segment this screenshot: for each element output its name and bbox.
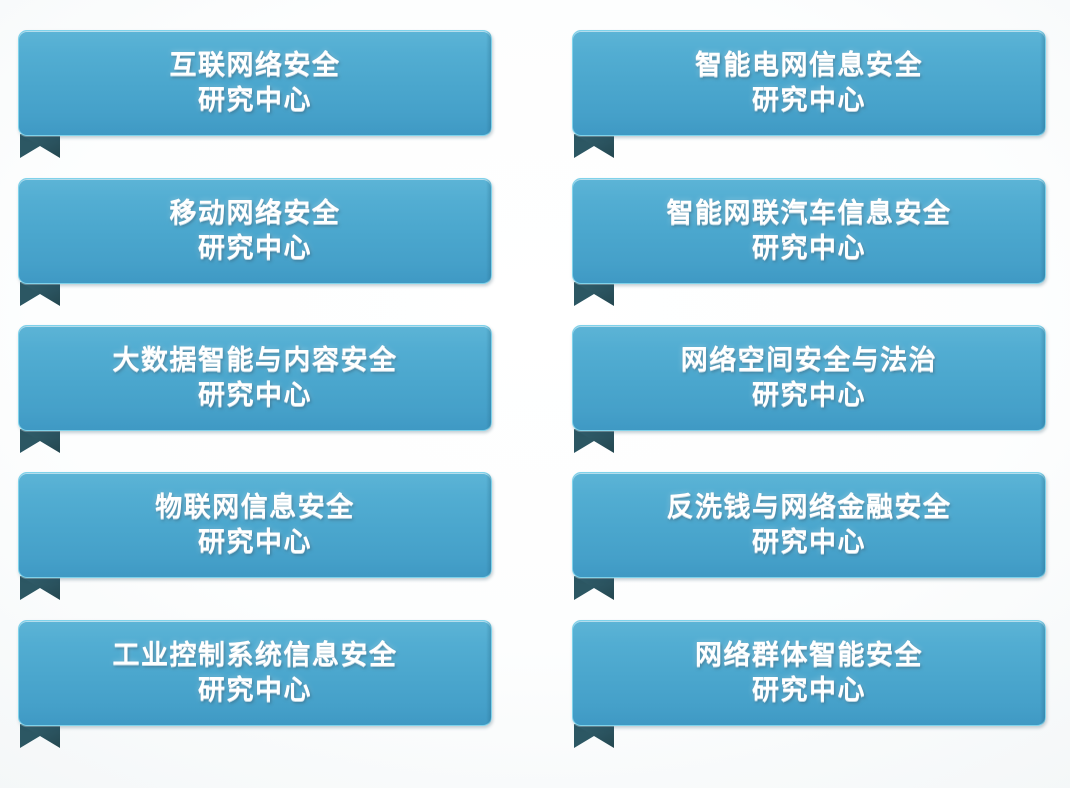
- banner-network-collective-intelligence-security[interactable]: 网络群体智能安全研究中心: [572, 620, 1046, 748]
- banner-label-line1: 工业控制系统信息安全: [112, 639, 398, 670]
- banner-label: 智能电网信息安全研究中心: [685, 48, 933, 118]
- banner-anti-money-laundering-and-network-finance-security[interactable]: 反洗钱与网络金融安全研究中心: [572, 472, 1046, 600]
- banner-label-line2: 研究中心: [198, 527, 312, 557]
- banner-body[interactable]: 工业控制系统信息安全研究中心: [18, 620, 492, 726]
- banner-tail-icon: [574, 134, 614, 158]
- banner-tail-icon: [574, 576, 614, 600]
- banner-label-line1: 物联网信息安全: [155, 491, 355, 522]
- banner-label: 互联网络安全研究中心: [160, 48, 351, 118]
- banner-label-line1: 智能网联汽车信息安全: [666, 197, 952, 228]
- banner-tail-icon: [20, 429, 60, 453]
- banner-industrial-control-system-information-security[interactable]: 工业控制系统信息安全研究中心: [18, 620, 492, 748]
- banner-tail-icon: [20, 724, 60, 748]
- banner-label: 智能网联汽车信息安全研究中心: [657, 196, 962, 266]
- banner-label: 网络群体智能安全研究中心: [685, 638, 933, 708]
- banner-body[interactable]: 物联网信息安全研究中心: [18, 472, 492, 578]
- banner-body[interactable]: 网络空间安全与法治研究中心: [572, 325, 1046, 431]
- banner-iot-information-security[interactable]: 物联网信息安全研究中心: [18, 472, 492, 600]
- banner-intelligent-connected-vehicle-information-security[interactable]: 智能网联汽车信息安全研究中心: [572, 178, 1046, 306]
- banner-tail-icon: [574, 282, 614, 306]
- banner-label-line1: 网络群体智能安全: [695, 639, 923, 670]
- banner-label: 移动网络安全研究中心: [160, 196, 351, 266]
- banner-label-line1: 网络空间安全与法治: [680, 344, 938, 375]
- banner-label-line2: 研究中心: [752, 85, 866, 115]
- banner-label-line2: 研究中心: [752, 233, 866, 263]
- banner-label: 大数据智能与内容安全研究中心: [103, 343, 408, 413]
- banner-tail-icon: [574, 429, 614, 453]
- banner-smart-grid-information-security[interactable]: 智能电网信息安全研究中心: [572, 30, 1046, 158]
- banner-label-line2: 研究中心: [198, 675, 312, 705]
- banner-label-line1: 反洗钱与网络金融安全: [666, 491, 952, 522]
- banner-tail-icon: [20, 282, 60, 306]
- banner-cyberspace-security-and-rule-of-law[interactable]: 网络空间安全与法治研究中心: [572, 325, 1046, 453]
- banner-label: 工业控制系统信息安全研究中心: [103, 638, 408, 708]
- banner-body[interactable]: 大数据智能与内容安全研究中心: [18, 325, 492, 431]
- banner-label-line2: 研究中心: [752, 527, 866, 557]
- banner-internet-network-security[interactable]: 互联网络安全研究中心: [18, 30, 492, 158]
- banner-body[interactable]: 网络群体智能安全研究中心: [572, 620, 1046, 726]
- banner-label-line2: 研究中心: [198, 85, 312, 115]
- banner-tail-icon: [574, 724, 614, 748]
- banner-mobile-network-security[interactable]: 移动网络安全研究中心: [18, 178, 492, 306]
- banner-label-line2: 研究中心: [752, 675, 866, 705]
- banner-tail-icon: [20, 576, 60, 600]
- banner-label-line1: 智能电网信息安全: [695, 49, 923, 80]
- banner-body[interactable]: 智能网联汽车信息安全研究中心: [572, 178, 1046, 284]
- banner-tail-icon: [20, 134, 60, 158]
- banner-label-line2: 研究中心: [198, 233, 312, 263]
- banner-body[interactable]: 反洗钱与网络金融安全研究中心: [572, 472, 1046, 578]
- banner-label-line1: 大数据智能与内容安全: [112, 344, 398, 375]
- banner-body[interactable]: 智能电网信息安全研究中心: [572, 30, 1046, 136]
- banner-label-line1: 移动网络安全: [169, 197, 341, 228]
- banner-label: 网络空间安全与法治研究中心: [671, 343, 948, 413]
- banner-label-line2: 研究中心: [198, 380, 312, 410]
- banner-body[interactable]: 互联网络安全研究中心: [18, 30, 492, 136]
- banner-body[interactable]: 移动网络安全研究中心: [18, 178, 492, 284]
- banner-label: 反洗钱与网络金融安全研究中心: [657, 490, 962, 560]
- banner-label-line2: 研究中心: [752, 380, 866, 410]
- banner-label-line1: 互联网络安全: [169, 49, 341, 80]
- banner-label: 物联网信息安全研究中心: [145, 490, 365, 560]
- banner-big-data-intelligence-and-content-security[interactable]: 大数据智能与内容安全研究中心: [18, 325, 492, 453]
